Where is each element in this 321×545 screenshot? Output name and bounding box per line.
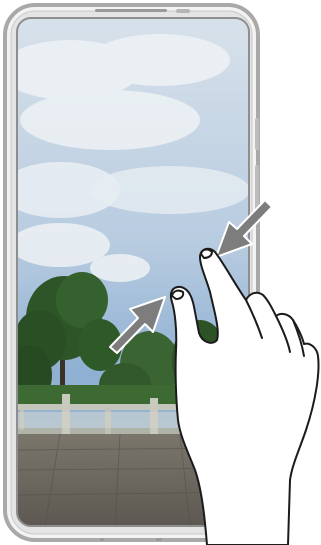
power-button <box>255 165 259 211</box>
volume-button <box>255 118 259 150</box>
